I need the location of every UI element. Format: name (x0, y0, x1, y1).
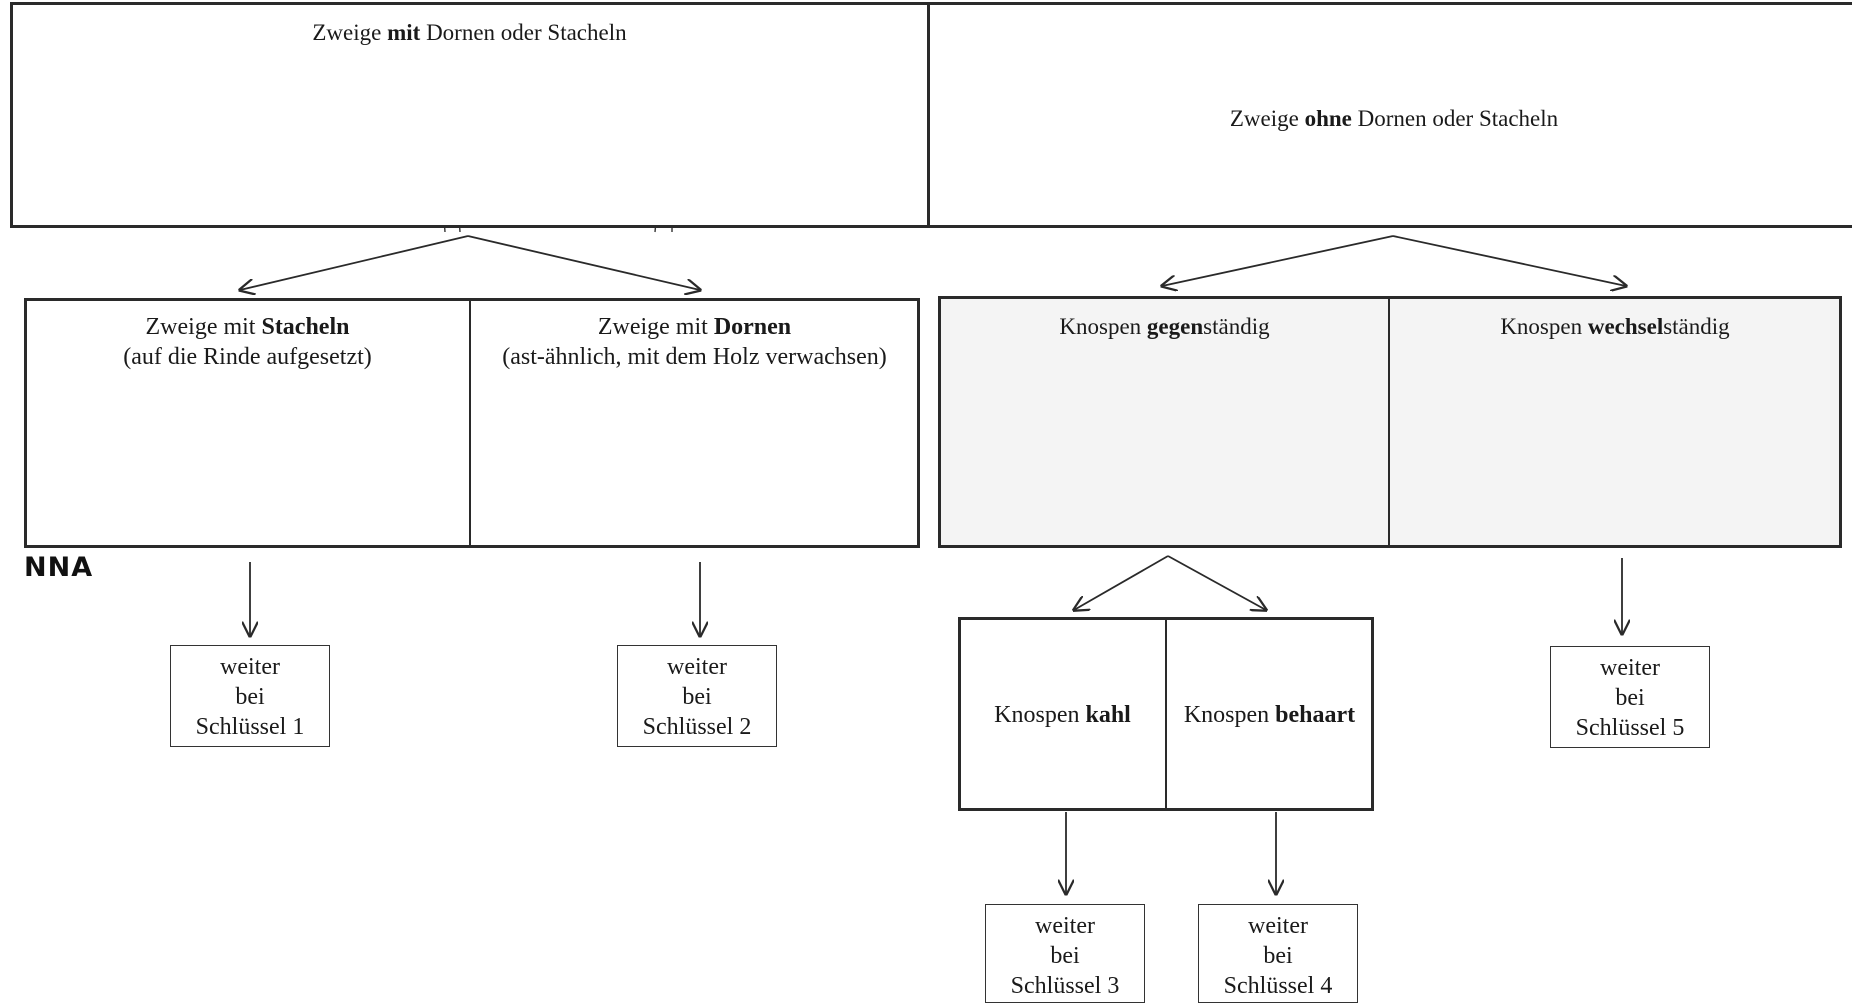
arrow-to-stacheln (240, 235, 469, 290)
top-split-box (10, 2, 1852, 228)
gegenstaendig-label: Knospen gegenständig (1059, 314, 1270, 339)
behaart-label: Knospen behaart (1183, 702, 1356, 728)
bud-arrangement-box (938, 296, 1842, 548)
dornen-label: Zweige mit Dornen (ast-ähnlich, mit dem … (502, 314, 887, 370)
bud-hair-divider (1165, 617, 1167, 811)
arrow-to-dornen (467, 235, 700, 290)
thorns-type-divider (469, 298, 471, 548)
kahl-label: Knospen kahl (994, 702, 1131, 728)
top-divider (927, 2, 930, 228)
with-thorns-heading: Zweige mit Dornen oder Stacheln (312, 20, 627, 45)
arrow-to-behaart (1167, 555, 1266, 610)
arrow-to-wechselstaendig (1392, 235, 1626, 286)
arrow-to-gegenstaendig (1162, 235, 1394, 286)
thorns-type-box (24, 298, 920, 548)
without-thorns-heading: Zweige ohne Dornen oder Stacheln (1229, 106, 1559, 131)
bud-arrangement-divider (1388, 296, 1390, 548)
arrow-to-kahl (1074, 555, 1169, 610)
nna-logo: NNA (24, 552, 94, 583)
wechselstaendig-label: Knospen wechselständig (1500, 314, 1730, 339)
stacheln-label: Zweige mit Stacheln (auf die Rinde aufge… (123, 314, 372, 370)
